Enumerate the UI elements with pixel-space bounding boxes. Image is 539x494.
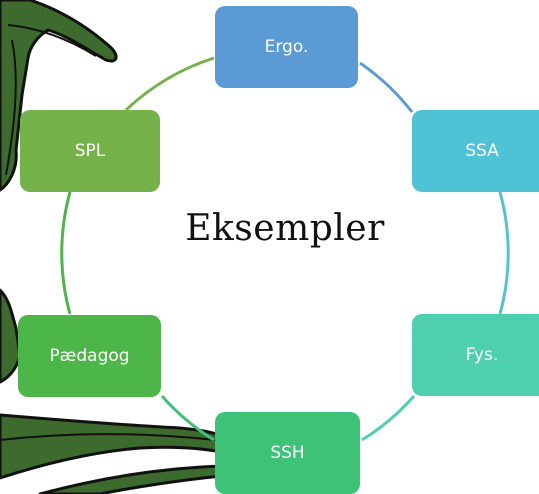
node-ergo: Ergo. <box>215 6 358 88</box>
connector-spl-ergo <box>124 56 215 112</box>
node-paedagog: Pædagog <box>18 315 161 397</box>
swoosh-top-left-decoration <box>0 0 118 192</box>
connector-ssa-fys <box>498 191 510 315</box>
swoosh-bottom-decoration <box>0 413 227 494</box>
node-spl: SPL <box>20 110 160 192</box>
center-label: Eksempler <box>185 208 385 249</box>
connector-ergo-ssa <box>359 61 414 113</box>
swoosh-left-middle-decoration <box>0 288 22 384</box>
connector-ssh-paed <box>160 395 215 442</box>
node-ssa: SSA <box>412 110 539 192</box>
connector-fys-ssh <box>361 395 416 442</box>
node-ssh: SSH <box>215 412 360 494</box>
connector-paed-spl <box>60 191 72 315</box>
node-fys: Fys. <box>412 314 539 396</box>
